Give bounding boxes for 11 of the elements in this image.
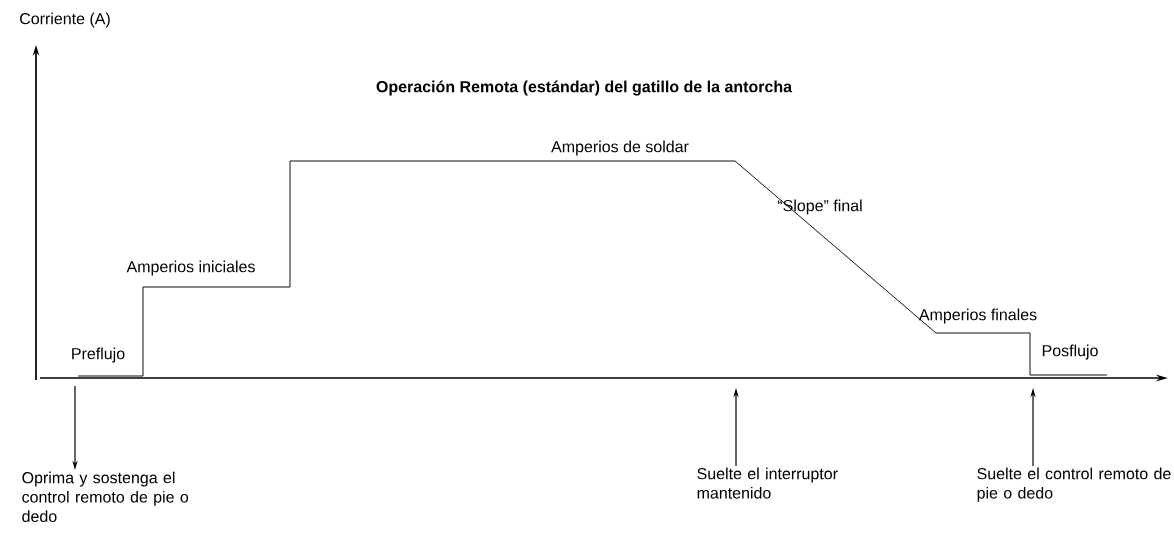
axis-label: Corriente (A)	[20, 12, 110, 28]
event-note: Oprima y sostenga el control remoto de pie o dedo	[22, 471, 189, 522]
segment-label: Preflujo	[72, 347, 125, 363]
segment-label: “Slope” final	[777, 199, 862, 215]
segment-label: Amperios iniciales	[126, 260, 255, 276]
chart-title: Operación Remota (estándar) del gatillo de la antorcha	[376, 80, 793, 96]
event-note: Suelte el control remoto de pie o dedo	[977, 467, 1171, 502]
segment-label: Amperios de soldar	[551, 140, 689, 156]
event-note: Suelte el interruptor mantenido	[697, 467, 838, 499]
segment-label: Amperios finales	[918, 308, 1037, 324]
segment-label: Posflujo	[1042, 344, 1098, 360]
